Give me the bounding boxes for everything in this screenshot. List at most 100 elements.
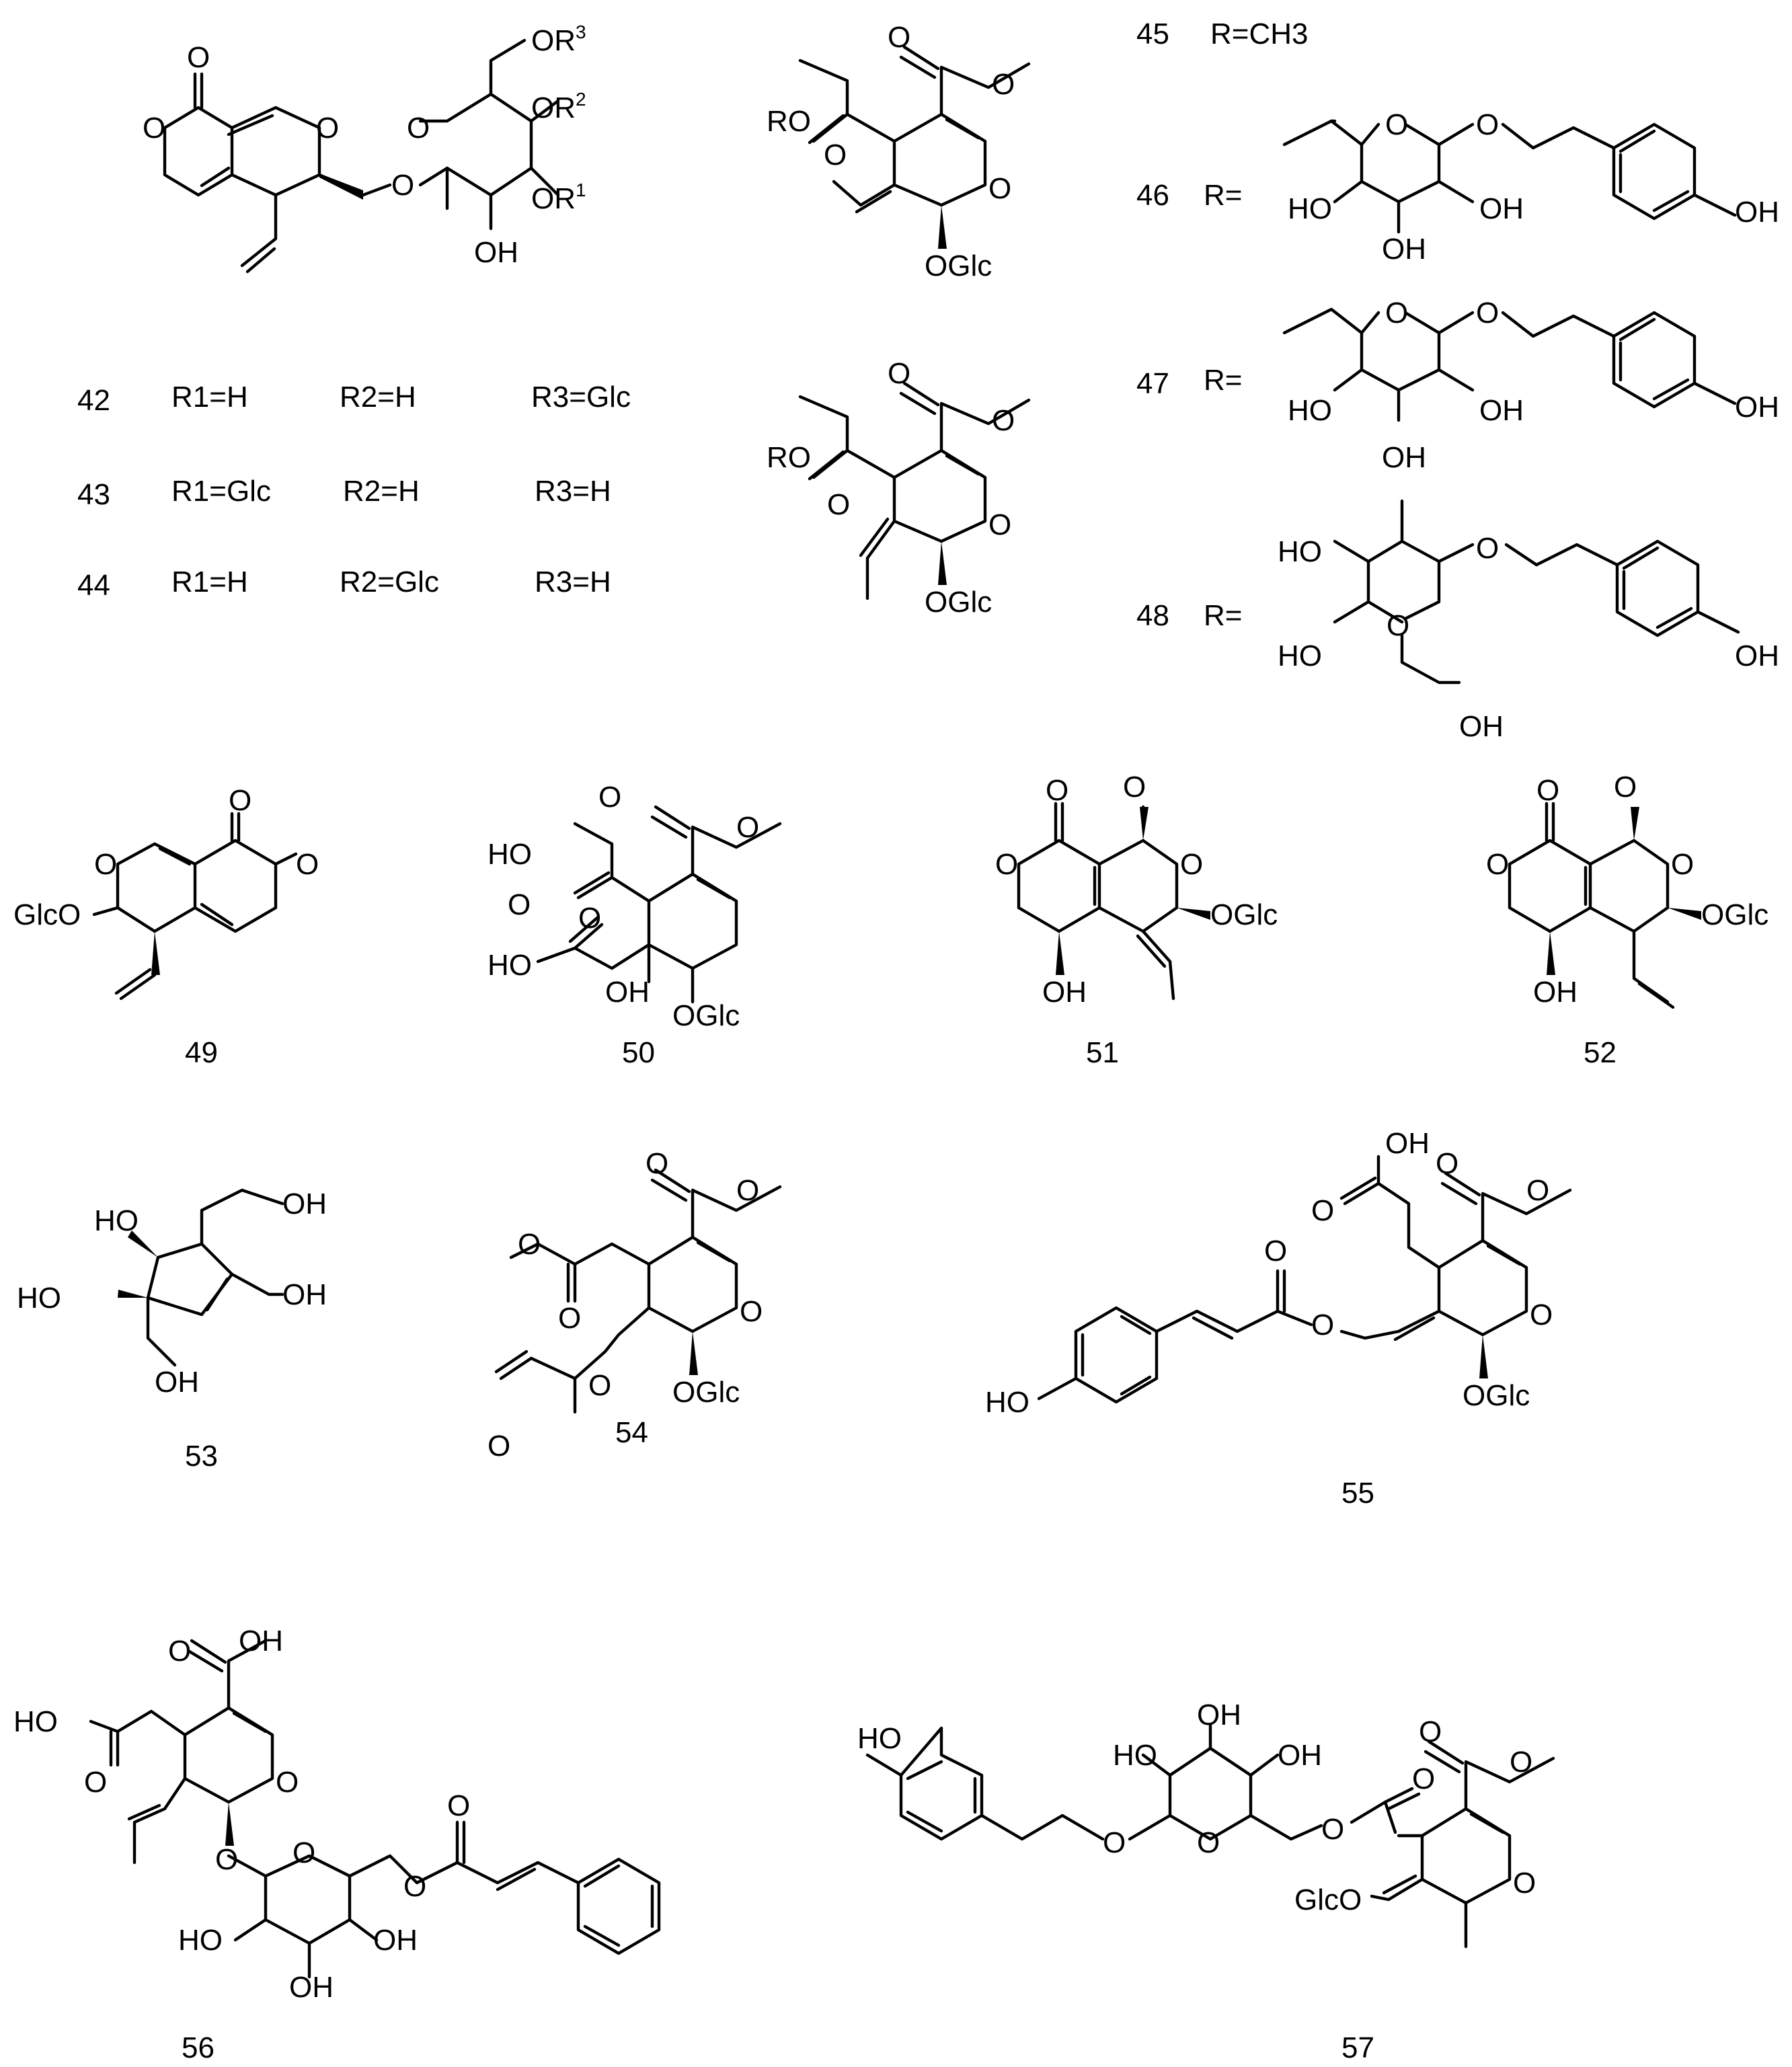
compound-42-r1: R1=H [171, 381, 248, 414]
compound-48-label: 48 [1136, 599, 1169, 632]
atom-oglc: OGlc [1463, 1379, 1530, 1412]
atom-o-ring: O [1513, 1867, 1536, 1900]
atom-o-methoxy: O [992, 404, 1015, 437]
atom-o-carbonyl: O [598, 781, 621, 814]
structure-52: O O O O OGlc OH 52 [1486, 771, 1768, 1069]
substituent-table: 42 R1=H R2=H R3=Glc 43 R1=Glc R2=H R3=H … [77, 381, 631, 602]
atom-oglc: OGlc [1210, 898, 1278, 931]
atom-ho: HO [1278, 639, 1322, 672]
compound-43-r2: R2=H [343, 475, 420, 508]
atom-ho: HO [488, 949, 532, 982]
atom-o-lactone: O [296, 848, 319, 881]
compound-43-r3: R3=H [535, 475, 611, 508]
structure-45-48-upper: RO O O O O OGlc [767, 21, 1031, 282]
atom-o-carbonyl: O [229, 784, 251, 817]
r-group-46: O O HO OH OH OH [1282, 108, 1779, 266]
structure-54: O O O O O O O OGlc 54 [488, 1147, 782, 1462]
atom-o-ring: O [1530, 1298, 1553, 1331]
atom-o-ring: O [316, 112, 339, 145]
atom-oh: OH [1278, 1739, 1322, 1772]
atom-oh: OH [155, 1366, 199, 1399]
atom-o-ring: O [1180, 848, 1203, 881]
atom-oglc: OGlc [1701, 898, 1768, 931]
atom-oh: OH [1042, 976, 1087, 1009]
atom-ro: RO [767, 441, 811, 474]
compound-53-label: 53 [185, 1440, 218, 1473]
atom-oh: OH [1479, 394, 1524, 427]
atom-ho: HO [178, 1924, 223, 1957]
atom-o-acetate: O [588, 1369, 611, 1402]
atom-o-ring: O [988, 508, 1011, 541]
compound-47-label: 47 [1136, 367, 1169, 400]
atom-o-carbonyl: O [1436, 1147, 1458, 1180]
atom-o: O [558, 1302, 581, 1335]
atom-oglc: OGlc [672, 1376, 740, 1409]
atom-o-methoxy: O [1123, 771, 1146, 804]
atom-ho: HO [1278, 535, 1322, 568]
atom-o-ring: O [740, 1295, 763, 1328]
compound-45-r: R=CH3 [1210, 17, 1309, 50]
atom-o-methoxy: O [1614, 771, 1637, 804]
atom-o-sugar: O [1385, 108, 1408, 141]
atom-o-ester: O [824, 139, 847, 171]
compound-57-label: 57 [1341, 2031, 1374, 2064]
atom-o-methoxy: O [736, 811, 759, 844]
atom-oglc: OGlc [672, 999, 740, 1032]
structure-49: O O O GlcO 49 [13, 784, 319, 1069]
atom-o-ester-carbonyl: O [1412, 1762, 1435, 1795]
structure-53: HO HO OH OH OH 53 [17, 1187, 327, 1473]
atom-o-carbonyl: O [1536, 774, 1559, 807]
compound-55-label: 55 [1341, 1477, 1374, 1510]
atom-oh: OH [1479, 192, 1524, 225]
compound-43-label: 43 [77, 478, 110, 511]
atom-ho: HO [94, 1204, 139, 1237]
structure-50: O O HO O O HO OH OGlc 50 [488, 781, 782, 1069]
atom-oh: OH [1459, 710, 1504, 743]
atom-o-lactone: O [1486, 848, 1509, 881]
compound-49-label: 49 [185, 1036, 218, 1069]
atom-oh: OH [282, 1187, 327, 1220]
structure-56: O OH HO O O O O O O HO OH OH 56 [13, 1625, 661, 2064]
atom-o-carbonyl: O [168, 1635, 191, 1668]
atom-ho: HO [488, 838, 532, 871]
atom-oh: OH [1533, 976, 1577, 1009]
atom-o: O [84, 1766, 107, 1799]
compound-46-label: 46 [1136, 179, 1169, 212]
compound-52-label: 52 [1584, 1036, 1616, 1069]
atom-o-sugar: O [293, 1836, 315, 1869]
atom-o-ester: O [1311, 1309, 1334, 1341]
atom-oh-phenol: OH [1735, 391, 1779, 424]
atom-oh: OH [1197, 1699, 1241, 1731]
compound-42-r2: R2=H [340, 381, 416, 414]
atom-oh: OH [474, 236, 518, 269]
atom-oh-phenol: OH [1735, 196, 1779, 229]
atom-o-ester: O [1321, 1813, 1344, 1846]
compound-42-label: 42 [77, 384, 110, 417]
atom-or1: OR1 [531, 180, 586, 215]
atom-o-ring: O [276, 1766, 299, 1799]
atom-oh-phenol: OH [1735, 639, 1779, 672]
r-group-defs: 45 R=CH3 46 R= 47 R= 48 R= [1136, 17, 1309, 632]
structure-45-48-lower: RO O O O O OGlc [767, 357, 1031, 619]
atom-o-carbonyl: O [888, 357, 910, 390]
atom-o-methoxy: O [1526, 1174, 1549, 1207]
atom-o-methoxy: O [736, 1174, 759, 1207]
atom-oglc: OGlc [925, 586, 992, 619]
atom-o-methoxy: O [1510, 1746, 1532, 1779]
compound-45-label: 45 [1136, 17, 1169, 50]
atom-ho: HO [17, 1282, 61, 1315]
atom-o-glycoside: O [1103, 1826, 1126, 1859]
atom-oh: OH [1385, 1127, 1430, 1160]
atom-o-carbonyl: O [187, 41, 210, 74]
atom-o: O [578, 902, 601, 935]
atom-or2: OR2 [531, 89, 586, 124]
atom-o-lactone: O [995, 848, 1018, 881]
atom-oh: OH [1382, 441, 1426, 474]
atom-o-sugar-ring: O [407, 112, 430, 145]
atom-o-carbonyl: O [888, 21, 910, 54]
atom-ho: HO [1113, 1739, 1157, 1772]
atom-o-glycoside: O [1476, 108, 1499, 141]
structure-55: OH O O O O O O OGlc HO 55 [985, 1127, 1572, 1510]
compound-47-r: R= [1204, 364, 1242, 397]
